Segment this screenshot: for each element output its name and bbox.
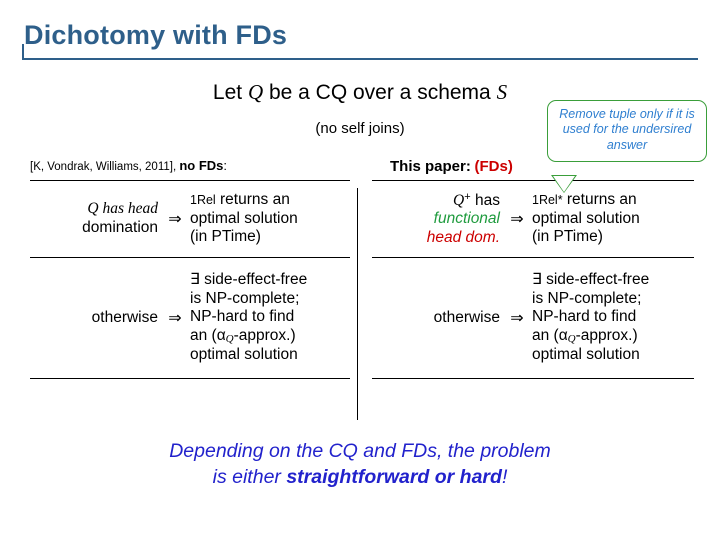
left-row-1-algorithm-name: 1Rel	[190, 193, 216, 208]
headline-query-symbol: Q	[247, 80, 264, 104]
right-rule-bottom	[372, 378, 694, 379]
left-row-2-result-line1: ∃ side-effect-free	[190, 271, 308, 289]
right-row-2-result-line5: optimal solution	[532, 346, 640, 364]
left-row-1-condition-line2: domination	[82, 219, 158, 236]
conclusion-emphasis: straightforward or hard	[286, 466, 502, 489]
right-column-fds-label: (FDs)	[474, 158, 513, 175]
headline: Let Q be a CQ over a schema S	[0, 80, 720, 105]
right-row-2: otherwise ⇒ ∃ side-effect-free is NP-com…	[372, 258, 694, 378]
right-column-paper-label: This paper:	[390, 158, 471, 175]
right-row-2-arrow: ⇒	[510, 310, 524, 327]
right-row-1-result: 1Rel* returns an optimal solution (in PT…	[530, 191, 694, 247]
conclusion-line-2-pre: is either	[212, 466, 287, 489]
left-column-header: [K, Vondrak, Williams, 2011], no FDs:	[30, 158, 350, 180]
left-row-1-arrow: ⇒	[168, 211, 182, 228]
left-row-1-condition-line1: Q has head	[87, 200, 158, 218]
callout-tail	[553, 176, 575, 192]
left-row-2-result-line4a: an (α	[190, 327, 226, 344]
column-divider	[357, 188, 358, 420]
callout-bubble: Remove tuple only if it is used for the …	[547, 100, 707, 162]
left-column: [K, Vondrak, Williams, 2011], no FDs: Q …	[30, 158, 350, 379]
right-row-2-result-line4a: an (α	[532, 327, 568, 344]
right-row-1-result-line3: (in PTime)	[532, 228, 603, 246]
title-divider	[22, 58, 698, 60]
right-row-1-result-line2: optimal solution	[532, 209, 640, 227]
right-row-1: Q+ has functional head dom. ⇒ 1Rel* retu…	[372, 181, 694, 257]
conclusion-line-2-post: !	[501, 466, 508, 489]
left-row-1-condition: Q has head domination	[30, 200, 162, 237]
right-row-1-condition-has: has	[470, 191, 500, 209]
right-row-2-approx-subscript: Q	[567, 333, 576, 345]
left-row-1: Q has head domination ⇒ 1Rel returns an …	[30, 181, 350, 257]
conclusion-line-1: Depending on the CQ and FDs, the problem	[169, 440, 551, 462]
right-column-header: This paper: (FDs)	[372, 158, 694, 180]
right-row-1-query-symbol: Q	[453, 191, 465, 209]
headline-schema-symbol: S	[496, 80, 508, 104]
left-row-1-result: 1Rel returns an optimal solution (in PTi…	[188, 191, 350, 247]
right-row-2-condition: otherwise	[433, 308, 500, 326]
left-row-1-result-line1: returns an	[215, 191, 290, 209]
right-column: This paper: (FDs) Q+ has functional head…	[372, 158, 694, 379]
right-row-1-algorithm-name: 1Rel*	[532, 193, 563, 208]
left-rule-top	[30, 180, 350, 181]
right-row-1-condition-line3: head dom.	[426, 228, 500, 246]
right-row-1-result-line1: returns an	[562, 191, 637, 209]
right-row-2-result-line3: NP-hard to find	[532, 308, 637, 326]
left-row-1-result-line2: optimal solution	[190, 209, 298, 227]
page-title: Dichotomy with FDs	[24, 20, 288, 50]
headline-mid: be a CQ over a schema	[263, 81, 497, 104]
left-row-2-result-line3: NP-hard to find	[190, 308, 295, 326]
right-row-1-condition-line2: functional	[433, 210, 500, 228]
right-row-2-result-line1: ∃ side-effect-free	[532, 271, 650, 289]
right-row-2-result: ∃ side-effect-free is NP-complete; NP-ha…	[530, 271, 694, 365]
conclusion-line-2: is either straightforward or hard!	[0, 464, 720, 490]
right-row-2-result-line4b: -approx.)	[575, 327, 638, 344]
left-row-2-result-line2: is NP-complete;	[190, 289, 300, 307]
headline-pre: Let	[212, 81, 248, 104]
left-row-1-result-line3: (in PTime)	[190, 228, 261, 246]
left-column-citation: [K, Vondrak, Williams, 2011],	[30, 161, 180, 173]
left-row-2-arrow: ⇒	[168, 310, 182, 327]
right-row-1-arrow: ⇒	[510, 211, 524, 228]
left-row-2-result-line5: optimal solution	[190, 346, 298, 364]
left-column-header-colon: :	[223, 158, 228, 173]
title-divider-tick	[22, 44, 24, 60]
left-rule-bottom	[30, 378, 350, 379]
left-column-nofds-label: no FDs	[179, 158, 224, 173]
left-row-2-condition: otherwise	[91, 308, 158, 326]
right-rule-top	[372, 180, 694, 181]
right-row-1-query-superscript: +	[464, 190, 471, 203]
left-row-2-result-line4b: -approx.)	[233, 327, 296, 344]
left-rule-mid	[30, 257, 350, 258]
left-row-2: otherwise ⇒ ∃ side-effect-free is NP-com…	[30, 258, 350, 378]
left-row-2-result: ∃ side-effect-free is NP-complete; NP-ha…	[188, 271, 350, 365]
conclusion-text: Depending on the CQ and FDs, the problem…	[0, 438, 720, 491]
headline-subtext: (no self joins)	[315, 120, 405, 137]
left-row-2-approx-subscript: Q	[225, 333, 234, 345]
right-row-2-result-line2: is NP-complete;	[532, 289, 642, 307]
right-rule-mid	[372, 257, 694, 258]
right-row-1-condition: Q+ has functional head dom.	[372, 191, 504, 248]
